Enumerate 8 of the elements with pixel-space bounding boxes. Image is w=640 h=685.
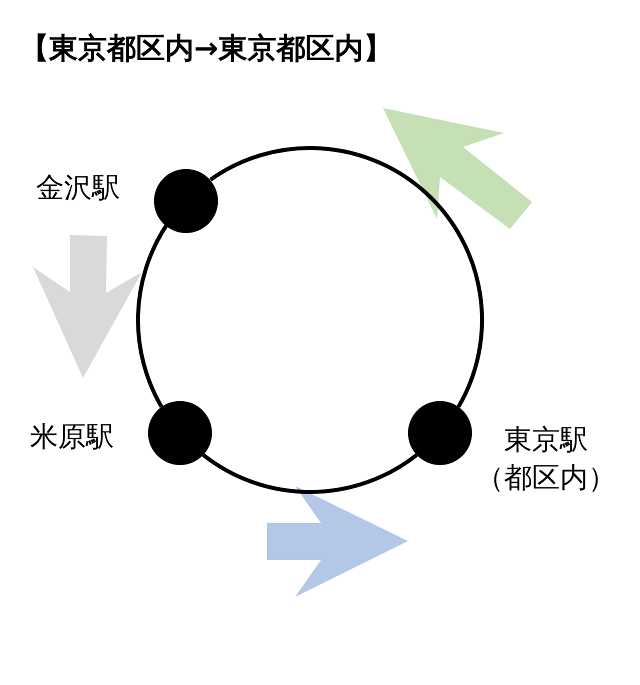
station-label: 東京駅 (504, 424, 588, 456)
station-label: 米原駅 (30, 421, 114, 453)
station-label: （都区内） (476, 462, 616, 494)
title: 【東京都区内→東京都区内】 (20, 34, 392, 63)
rail-line (202, 453, 418, 494)
station-label: 金沢駅 (36, 172, 120, 204)
rail-line (136, 224, 168, 408)
rail-line (209, 146, 484, 408)
